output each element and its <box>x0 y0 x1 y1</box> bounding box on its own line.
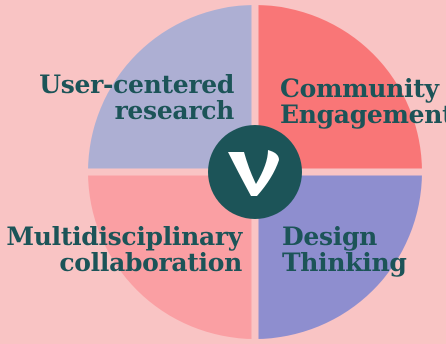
label-bottom-right-line-2: Thinking <box>282 248 407 277</box>
label-bottom-left-line-1: Multidisciplinary <box>6 222 242 251</box>
label-top-right-line-1: Community <box>280 74 439 103</box>
label-bottom-left-line-2: collaboration <box>59 248 242 277</box>
segment-top-right <box>255 5 422 172</box>
segment-top-left <box>88 5 255 172</box>
center-logo <box>208 125 302 219</box>
label-top-right-line-2: Engagement <box>280 100 446 129</box>
label-bottom-left: Multidisciplinary collaboration <box>6 224 242 276</box>
label-top-left: User-centered research <box>39 72 234 124</box>
label-bottom-right-line-1: Design <box>282 222 378 251</box>
label-top-right: Community Engagement <box>280 76 446 128</box>
label-top-left-line-2: research <box>114 96 235 125</box>
segment-bottom-right <box>255 172 422 339</box>
label-bottom-right: Design Thinking <box>282 224 407 276</box>
segment-bottom-left <box>88 172 255 339</box>
label-top-left-line-1: User-centered <box>39 70 234 99</box>
v-logo-icon <box>228 150 279 196</box>
